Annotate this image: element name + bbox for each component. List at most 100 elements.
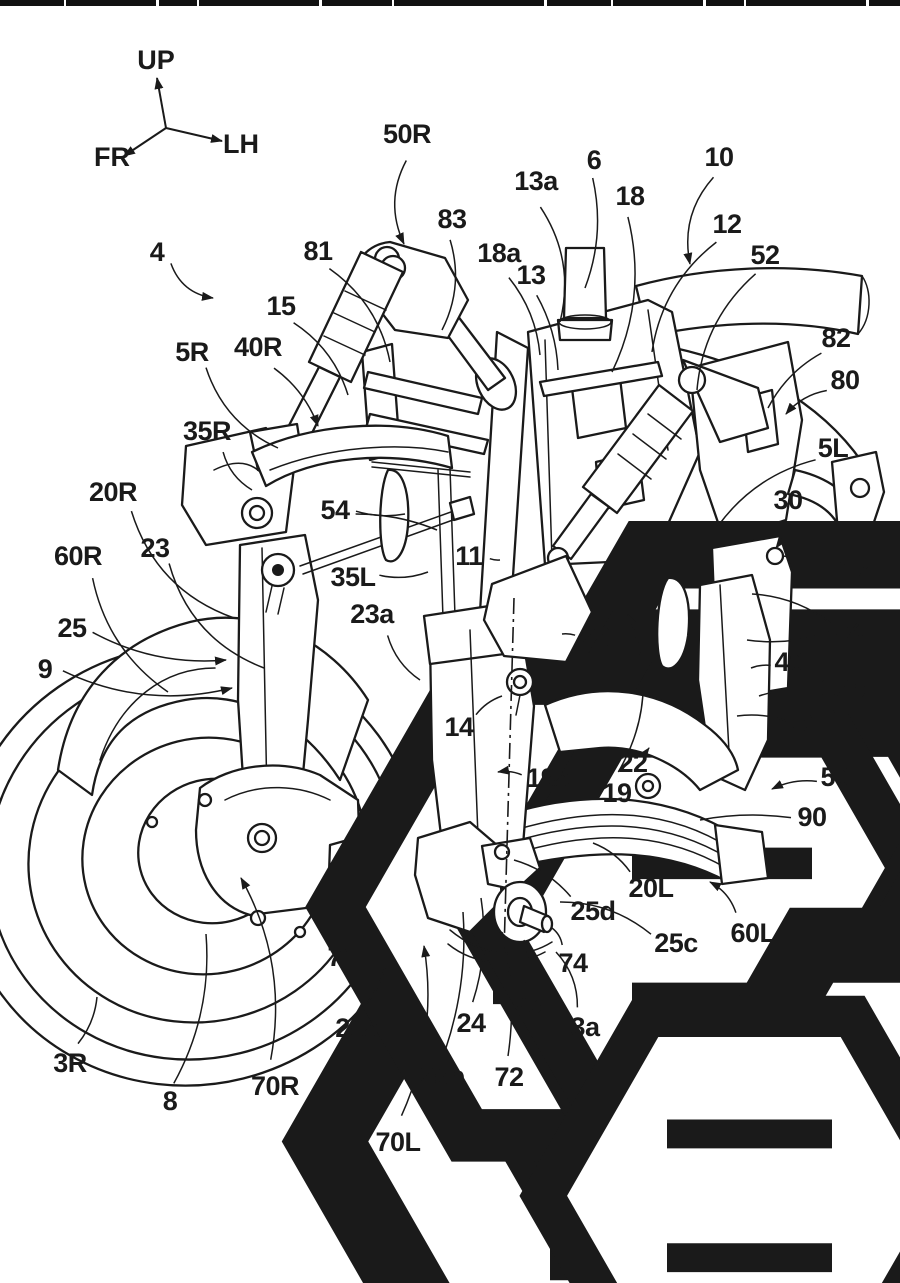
leader-line [736, 714, 787, 722]
leader-line [651, 241, 717, 353]
ref-label-82: 82 [821, 323, 850, 353]
leader-line [561, 633, 576, 636]
leader-line [559, 901, 652, 935]
leader-line [592, 842, 631, 873]
ref-label-30: 30 [773, 485, 802, 515]
leader-line [366, 949, 389, 1004]
axle-assembly [413, 820, 900, 1283]
ref-label-70L: 70L [375, 1127, 420, 1157]
leader-line [508, 277, 541, 356]
ref-label-15: 15 [266, 291, 296, 321]
ref-label-5R: 5R [175, 337, 209, 367]
ref-label-23: 23 [140, 533, 170, 563]
axis-arrow-FR [123, 127, 167, 157]
leader-line [386, 635, 421, 681]
ref-label-25a: 25a [335, 1013, 380, 1043]
upper-arm-right [250, 424, 900, 1213]
leader-line [539, 206, 566, 323]
ref-label-22: 22 [618, 748, 647, 778]
leader-line [513, 859, 572, 898]
ref-label-7: 7 [855, 557, 870, 587]
ref-label-3R: 3R [53, 1048, 87, 1078]
ref-label-50R: 50R [383, 119, 431, 149]
ref-label-40L: 40L [774, 647, 819, 677]
leader-line [328, 267, 391, 363]
ref-label-11: 11 [455, 541, 483, 571]
ref-label-25c: 25c [654, 928, 698, 958]
ref-label-74: 74 [558, 948, 588, 978]
ref-label-83: 83 [437, 204, 467, 234]
ref-label-8: 8 [163, 1086, 178, 1116]
ref-label-35L: 35L [330, 562, 375, 592]
leader-line [293, 322, 349, 396]
leader-line [92, 631, 227, 666]
ref-label-72: 72 [494, 1062, 523, 1092]
ref-label-80: 80 [830, 365, 859, 395]
leader-line [400, 945, 431, 1117]
ref-label-40R: 40R [234, 332, 282, 362]
leader-line [497, 765, 522, 776]
ref-label-71: 71 [327, 942, 357, 972]
ref-label-51: 51 [792, 708, 822, 738]
ref-label-12: 12 [712, 209, 741, 239]
ref-label-25b: 25b [419, 1061, 464, 1091]
leader-line [91, 577, 169, 693]
lower-link-arm [503, 797, 900, 1283]
leader-line [746, 631, 830, 643]
ref-label-54: 54 [320, 495, 350, 525]
ref-label-9: 9 [38, 654, 53, 684]
leader-line [750, 664, 771, 669]
ref-label-6: 6 [587, 145, 602, 175]
leader-line [168, 563, 265, 669]
leader-line [130, 510, 235, 619]
ref-label-20L: 20L [628, 873, 673, 903]
ref-label-19a: 19a [526, 763, 571, 793]
ref-label-25d: 25d [570, 896, 615, 926]
leader-line [77, 996, 98, 1045]
ref-label-70R: 70R [251, 1071, 299, 1101]
axis-arrow-UP [154, 77, 167, 129]
ref-label-60L: 60L [730, 918, 775, 948]
leader-line [536, 294, 559, 371]
ref-label-18: 18 [615, 181, 645, 211]
bracket-26 [482, 554, 900, 1283]
ref-label-50L: 50L [820, 762, 865, 792]
link-bars-right [538, 360, 900, 1145]
ref-label-5L: 5L [818, 433, 849, 463]
leader-line [173, 933, 208, 1084]
ref-label-90: 90 [797, 802, 826, 832]
leader-line [758, 688, 817, 697]
leader-line [444, 911, 465, 1050]
ref-label-54: 54 [835, 615, 865, 645]
leader-line [205, 367, 279, 449]
leader-line [771, 780, 817, 790]
leader-line [751, 593, 831, 624]
leader-line [489, 557, 501, 561]
ref-label-13: 13 [516, 260, 546, 290]
axis-arrow-LH [165, 127, 223, 143]
ref-label-20R: 20R [89, 477, 137, 507]
leader-line [355, 513, 438, 531]
ref-label-26: 26 [581, 622, 611, 652]
leader-line [315, 899, 335, 939]
ref-label-24: 24 [456, 1008, 486, 1038]
ref-label-73: 73 [512, 989, 542, 1019]
ref-label-10: 10 [704, 142, 733, 172]
ref-label-18a: 18a [477, 238, 522, 268]
leader-line [717, 459, 816, 527]
ref-label-35R: 35R [183, 416, 231, 446]
leader-line [709, 881, 737, 913]
leader-line [222, 451, 253, 491]
leader-line [767, 352, 822, 409]
leader-line [699, 814, 792, 821]
steering-stem [556, 246, 614, 342]
leader-line [696, 273, 757, 391]
leader-line [393, 160, 407, 245]
ref-label-14: 14 [444, 712, 474, 742]
ref-label-19b: 19b [820, 673, 865, 703]
leader-line [611, 216, 636, 373]
leader-line [62, 670, 233, 697]
